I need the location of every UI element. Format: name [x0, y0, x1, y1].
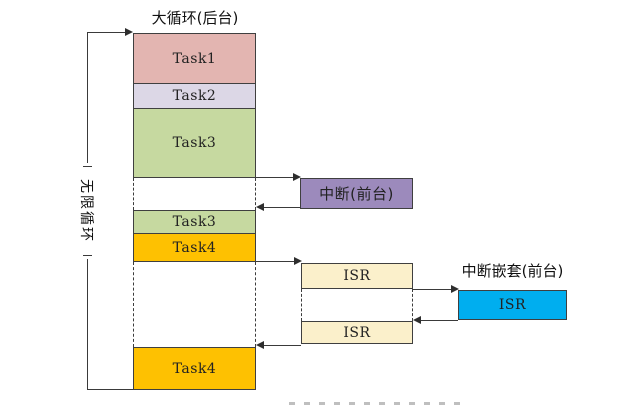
- cropped-caption-remnant: [289, 402, 461, 405]
- diagram-title: 大循环(后台): [151, 9, 239, 27]
- isr-box-second: ISR: [301, 321, 413, 344]
- arrowhead-isr-return-icon: [256, 341, 264, 349]
- nested-interrupt-label: 中断嵌套(前台): [461, 262, 564, 280]
- loop-label-tick-top: [83, 166, 92, 167]
- loop-line-bottom: [87, 389, 133, 390]
- arrow-task4-to-isr: [256, 261, 297, 262]
- arrow-nested-return: [415, 320, 458, 321]
- task-box-task1: Task1: [133, 33, 256, 84]
- dashed-gap-left-a: [133, 178, 134, 210]
- arrow-isr-to-nested: [413, 289, 454, 290]
- dashed-gap-right-a: [255, 178, 256, 210]
- loop-label-tick-bottom: [83, 255, 92, 256]
- dashed-gap-left-isr: [301, 289, 302, 321]
- arrowhead-loop-top-icon: [125, 28, 133, 36]
- loop-label: 无限循环: [78, 179, 94, 243]
- isr-box-first: ISR: [301, 263, 413, 289]
- arrow-task3-to-interrupt: [256, 177, 296, 178]
- arrowhead-to-interrupt-icon: [293, 173, 301, 181]
- task-box-task4-first: Task4: [133, 233, 256, 262]
- loop-label-wrap: 无限循环: [74, 163, 100, 259]
- arrowhead-interrupt-return-icon: [256, 203, 264, 211]
- arrowhead-to-isr-icon: [294, 257, 302, 265]
- interrupt-box: 中断(前台): [300, 178, 413, 209]
- arrow-interrupt-return: [258, 207, 300, 208]
- dashed-gap-left-b: [133, 262, 134, 347]
- task-box-task2: Task2: [133, 83, 256, 109]
- isr-box-nested: ISR: [458, 290, 567, 320]
- arrow-isr-return: [258, 345, 301, 346]
- dashed-gap-right-isr: [412, 289, 413, 321]
- arrowhead-nested-return-icon: [413, 316, 421, 324]
- arrowhead-to-nested-icon: [451, 285, 459, 293]
- task-box-task4-second: Task4: [133, 347, 256, 390]
- dashed-gap-right-b: [255, 262, 256, 347]
- loop-line-top: [87, 32, 127, 33]
- task-box-task3-first: Task3: [133, 108, 256, 178]
- task-box-task3-second: Task3: [133, 210, 256, 234]
